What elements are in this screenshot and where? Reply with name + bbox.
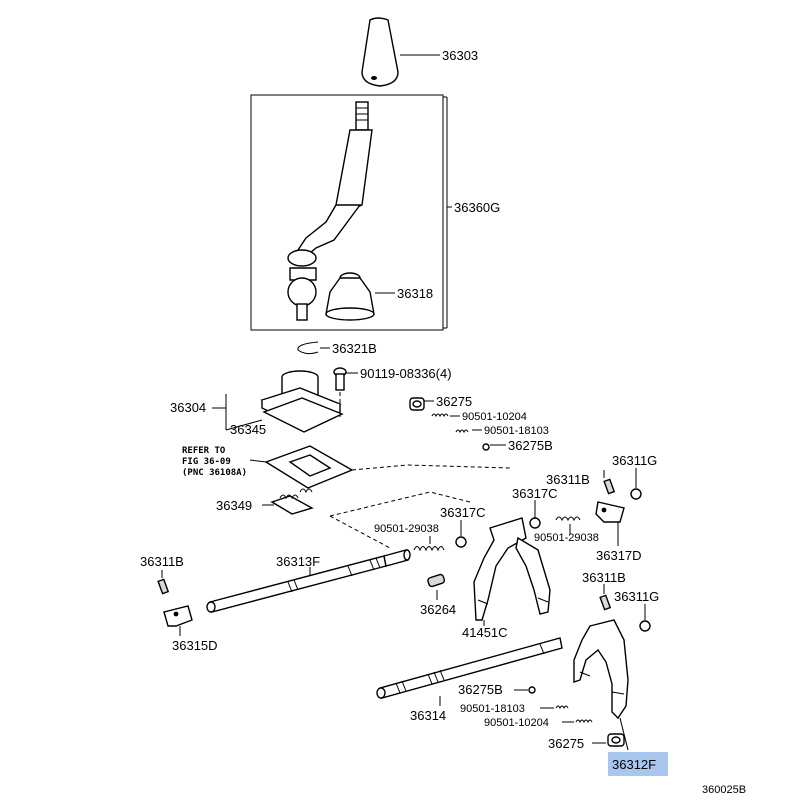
retainer-bolt [333,367,347,391]
note-refer-line2: FIG 36-09 [182,457,231,467]
spring-right [555,516,581,522]
label-knob: 36303 [442,48,478,63]
label-spring-top-2: 90501-18103 [484,425,549,437]
spring-plate [270,488,314,515]
snap-ring [297,341,319,355]
ball-lower [528,686,536,694]
label-spring-top-1: 90501-10204 [462,411,527,423]
plug-top [409,397,425,411]
label-key: 36264 [420,602,456,617]
label-gasket: 36345 [230,422,266,437]
label-spring-lower-2: 90501-10204 [484,717,549,729]
pin-right-top [603,478,616,495]
label-washer-upper: 36317C [440,505,486,520]
label-pin-right-lower: 36311B [582,570,626,585]
shift-knob [361,17,399,87]
label-pin-right-top: 36311B [546,472,590,487]
washer-right-mid [529,517,541,529]
label-plug-top: 36275 [436,394,472,409]
shift-shaft-upper [206,549,411,613]
spring-upper [413,546,445,552]
washer-right-lower [639,620,651,632]
key [427,573,446,588]
figure-code: 360025B [702,784,746,796]
spring-lower-2 [575,719,593,724]
label-ball-lower: 36275B [458,682,503,697]
label-head-right: 36317D [596,548,642,563]
label-spring-upper: 90501-29038 [374,523,439,535]
label-head-left: 36315D [172,638,218,653]
reference-plate [264,445,354,489]
label-spring-right: 90501-29038 [534,532,599,544]
highlight-box [608,752,668,776]
spring-lower-1 [555,705,569,710]
pin-right-lower [599,594,612,611]
label-snap-ring: 36321B [332,341,377,356]
label-washer-right-lower: 36311G [614,589,659,604]
shift-head-right [595,501,625,523]
pin-left [157,578,170,595]
spring-top-1 [431,413,449,418]
label-shaft-lower: 36314 [410,708,446,723]
lever-assembly-box [250,94,444,331]
shift-shaft-lower [376,637,563,699]
ball-top [482,443,490,451]
lever-seat [325,272,375,321]
label-retainer: 36304 [170,400,206,415]
washer-right-top [630,488,642,500]
retainer-gasket [262,397,344,433]
note-refer-line1: REFER TO [182,446,226,456]
label-bolt: 90119-08336(4) [360,366,452,381]
label-shaft-upper: 36313F [276,554,320,569]
shift-fork-lower [573,619,629,720]
shift-fork-middle [473,517,551,621]
spring-top-2 [455,429,469,434]
label-fork-middle: 41451C [462,625,508,640]
label-fork-lower-highlighted[interactable]: 36312F [612,757,656,772]
label-lever-assy: 36360G [454,200,500,215]
shift-lever [287,101,373,321]
note-refer-line3: (PNC 36108A) [182,468,247,478]
label-spring-lower-1: 90501-18103 [460,703,525,715]
shift-head-left [163,605,193,627]
label-pin-left: 36311B [140,554,184,569]
label-washer-right-top: 36311G [612,453,657,468]
plug-lower [607,733,625,747]
label-spring-plate: 36349 [216,498,252,513]
label-ball-top: 36275B [508,438,553,453]
label-washer-right-mid: 36317C [512,486,558,501]
label-plug-lower: 36275 [548,736,584,751]
washer-upper [455,536,467,548]
label-seat: 36318 [397,286,433,301]
